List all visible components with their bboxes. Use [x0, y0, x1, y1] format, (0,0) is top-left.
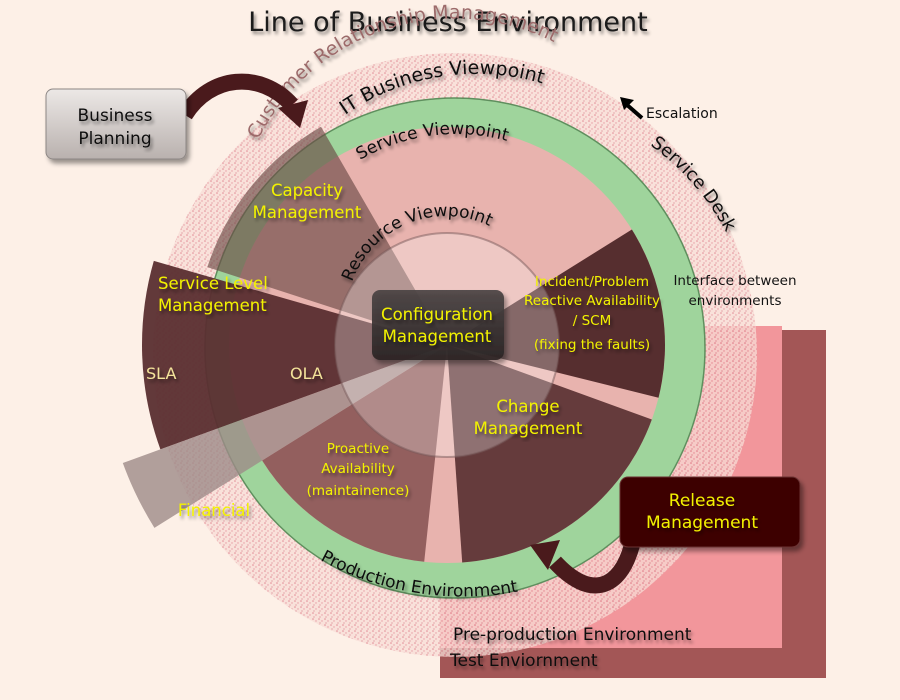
- service-level-label-1: Service Level: [158, 274, 268, 293]
- proactive-label-2: Availability: [321, 461, 395, 477]
- release-management-label-1: Release: [669, 491, 735, 511]
- escalation-label: Escalation: [646, 106, 718, 122]
- proactive-label-3: (maintainence): [307, 483, 410, 499]
- incident-label-1: Incident/Problem: [535, 274, 649, 290]
- interface-label-line2: environments: [688, 293, 781, 309]
- ola-label: OLA: [290, 364, 323, 383]
- configuration-management-box[interactable]: [372, 290, 504, 360]
- page-title: Line of Business Environment: [248, 7, 648, 38]
- business-planning-arrow-icon: [178, 73, 298, 120]
- incident-label-2: Reactive Availability: [524, 293, 660, 309]
- incident-label-4: (fixing the faults): [534, 337, 650, 353]
- release-management-box[interactable]: [619, 476, 801, 548]
- interface-label-line1: Interface between: [673, 273, 796, 289]
- proactive-label-1: Proactive: [327, 441, 389, 457]
- test-environment-label: Test Enviornment: [449, 651, 598, 671]
- release-arrow-icon: [549, 542, 640, 594]
- financial-segment: [122, 345, 448, 528]
- business-planning-label-2: Planning: [78, 129, 151, 149]
- preproduction-label: Pre-production Environment: [453, 625, 692, 645]
- configuration-management-label-1: Configuration: [381, 305, 493, 324]
- change-label-2: Management: [474, 419, 583, 438]
- business-planning-box[interactable]: [45, 88, 187, 160]
- sla-label: SLA: [146, 364, 176, 383]
- capacity-label-1: Capacity: [271, 181, 343, 200]
- change-segment: [447, 345, 652, 563]
- service-level-label-2: Management: [158, 296, 267, 315]
- business-planning-label-1: Business: [78, 106, 153, 126]
- change-label-1: Change: [496, 397, 559, 416]
- proactive-segment: [262, 345, 447, 562]
- financial-label: Financial: [178, 501, 250, 520]
- capacity-label-2: Management: [253, 203, 362, 222]
- configuration-management-label-2: Management: [383, 327, 492, 346]
- service-level-segment: [142, 260, 447, 450]
- release-management-label-2: Management: [646, 513, 758, 533]
- incident-label-3: / SCM: [573, 313, 611, 329]
- escalation-arrow-icon: [620, 97, 644, 120]
